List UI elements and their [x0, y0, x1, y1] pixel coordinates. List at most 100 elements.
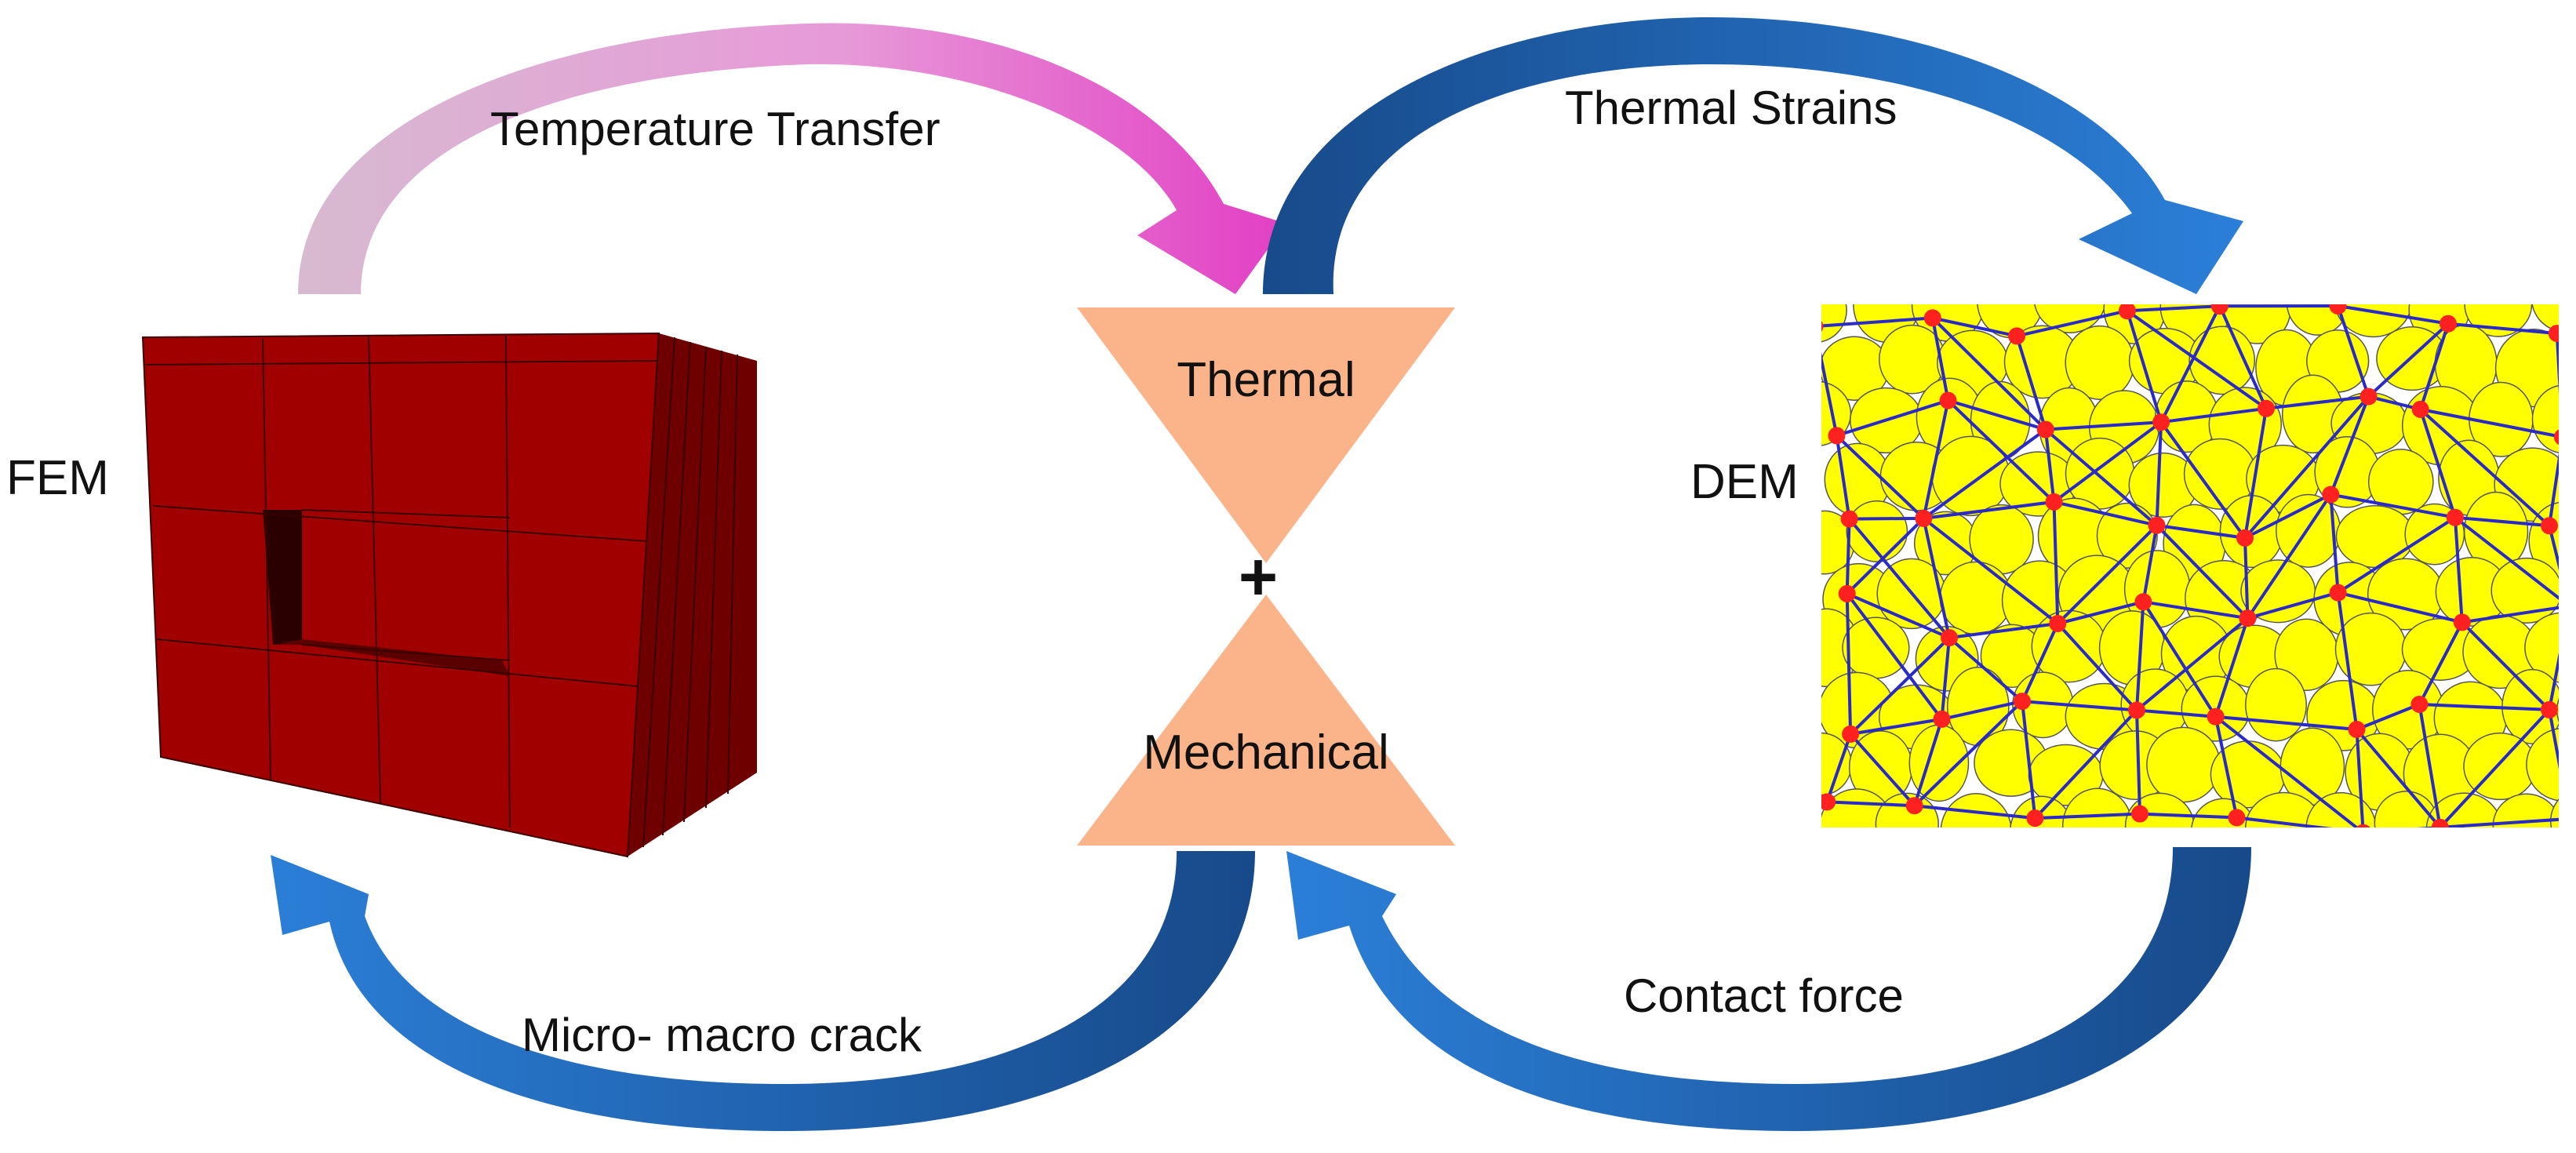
dem-particle — [1821, 732, 1853, 796]
dem-contact-node — [2134, 593, 2152, 611]
dem-contact-edge — [2338, 304, 2449, 326]
dem-contact-edge — [2021, 623, 2060, 702]
dem-particle — [2531, 304, 2559, 332]
dem-contact-edge — [1849, 516, 1924, 521]
dem-particle — [2563, 327, 2576, 392]
dem-particle — [2305, 791, 2377, 827]
dem-contact-edge — [2418, 323, 2450, 410]
dem-particle — [2558, 470, 2559, 474]
dem-contact-edge — [2054, 500, 2157, 527]
dem-contact-edge — [1827, 800, 1915, 808]
dem-particle — [2492, 793, 2559, 827]
dem-contact-edge — [2135, 710, 2141, 814]
dem-contact-node — [2036, 420, 2054, 438]
dem-label: DEM — [1690, 455, 1799, 509]
temperature-transfer-arrow — [298, 23, 1286, 295]
dem-contact-node — [1939, 391, 1957, 409]
dem-contact-node — [2548, 325, 2559, 343]
dem-contact-node — [1842, 725, 1860, 743]
dem-contact-edge — [1836, 434, 1925, 520]
dem-contact-edge — [2056, 622, 2138, 711]
dem-contact-edge — [2418, 621, 2464, 705]
dem-contact-edge — [1835, 435, 1851, 519]
dem-contact-node — [2453, 613, 2471, 631]
dem-contact-node — [1905, 797, 1923, 815]
dem-contact-edge — [2418, 704, 2442, 827]
dem-contact-edge — [2141, 601, 2218, 718]
dem-particle — [2524, 612, 2559, 683]
dem-contact-node — [1828, 427, 1846, 445]
plus-sign: + — [1239, 540, 1278, 615]
dem-contact-edge — [1914, 804, 2036, 820]
micro-macro-crack-arrow — [271, 851, 1255, 1131]
dem-contact-node — [2431, 818, 2449, 827]
dem-contact-edge — [2418, 409, 2457, 518]
dem-contact-edge — [2440, 817, 2559, 827]
dem-contact-node — [1838, 584, 1856, 602]
dem-contact-edge — [2355, 728, 2442, 827]
dem-contact-edge — [2125, 310, 2163, 423]
dem-contact-node — [2148, 516, 2166, 534]
dem-contact-edge — [2135, 602, 2145, 711]
dem-contact-node — [2329, 304, 2347, 315]
dem-contact-node — [2152, 413, 2170, 431]
dem-particle — [2061, 787, 2133, 827]
fem-mesh-block — [141, 332, 757, 858]
dem-contact-node — [2322, 486, 2340, 504]
dem-contact-edge — [1848, 518, 1951, 639]
dem-contact-edge — [2420, 407, 2559, 438]
dem-contact-node — [2049, 615, 2067, 632]
thermal-triangle — [1077, 307, 1455, 563]
dem-contact-edge — [2015, 335, 2047, 431]
dem-contact-edge — [2043, 429, 2056, 503]
mechanical-triangle — [1077, 595, 1455, 846]
thermal-strains-arrow — [1263, 17, 2243, 294]
dem-contact-node — [2440, 315, 2457, 333]
dem-contact-edge — [2461, 620, 2551, 711]
dem-particle — [2034, 304, 2106, 333]
thermal-label: Thermal — [1177, 353, 1355, 407]
dem-contact-node — [2560, 598, 2576, 615]
dem-contact-edge — [2045, 420, 2162, 431]
dem-contact-edge — [2461, 606, 2559, 624]
dem-contact-node — [2411, 400, 2429, 418]
dem-contact-edge — [1922, 400, 1950, 519]
dem-contact-edge — [2033, 709, 2138, 820]
dem-contact-node — [2128, 701, 2145, 719]
dem-contact-edge — [1922, 518, 1951, 638]
dem-contact-edge — [2439, 708, 2551, 827]
dem-contact-edge — [1849, 636, 1951, 736]
dem-contact-edge — [2555, 333, 2559, 395]
dem-contact-node — [2131, 805, 2148, 823]
dem-contact-node — [2014, 693, 2031, 711]
dem-contact-edge — [1821, 316, 1933, 328]
dem-particle — [2244, 791, 2323, 827]
dem-contact-edge — [2419, 703, 2550, 711]
dem-contact-edge — [2126, 309, 2268, 410]
contact-force-arrow — [1286, 847, 2251, 1131]
dem-contact-edge — [2135, 617, 2249, 712]
dem-contact-edge — [2453, 517, 2464, 623]
dem-contact-node — [2207, 707, 2225, 726]
dem-contact-edge — [2244, 493, 2332, 540]
dem-contact-node — [1821, 793, 1836, 811]
dem-contact-edge — [1923, 427, 2047, 520]
dem-contact-node — [2008, 327, 2026, 345]
dem-contact-edge — [1940, 637, 1951, 720]
dem-contact-edge — [2021, 700, 2138, 712]
dem-particle-network — [1821, 304, 2576, 827]
dem-particle — [2010, 795, 2074, 827]
dem-contact-edge — [1845, 518, 1851, 594]
temperature-transfer-label: Temperature Transfer — [490, 103, 941, 155]
dem-contact-edge — [2035, 812, 2141, 820]
dem-contact-edge — [2243, 408, 2268, 539]
dem-contact-node — [2553, 429, 2559, 446]
dem-particle — [2490, 557, 2559, 624]
dem-contact-edge — [2548, 525, 2559, 571]
dem-contact-node — [2236, 529, 2254, 547]
dem-contact-node — [1941, 629, 1958, 647]
dem-contact-node — [2045, 493, 2063, 511]
dem-contact-edge — [1947, 399, 2055, 504]
dem-contact-edge — [2160, 406, 2267, 424]
